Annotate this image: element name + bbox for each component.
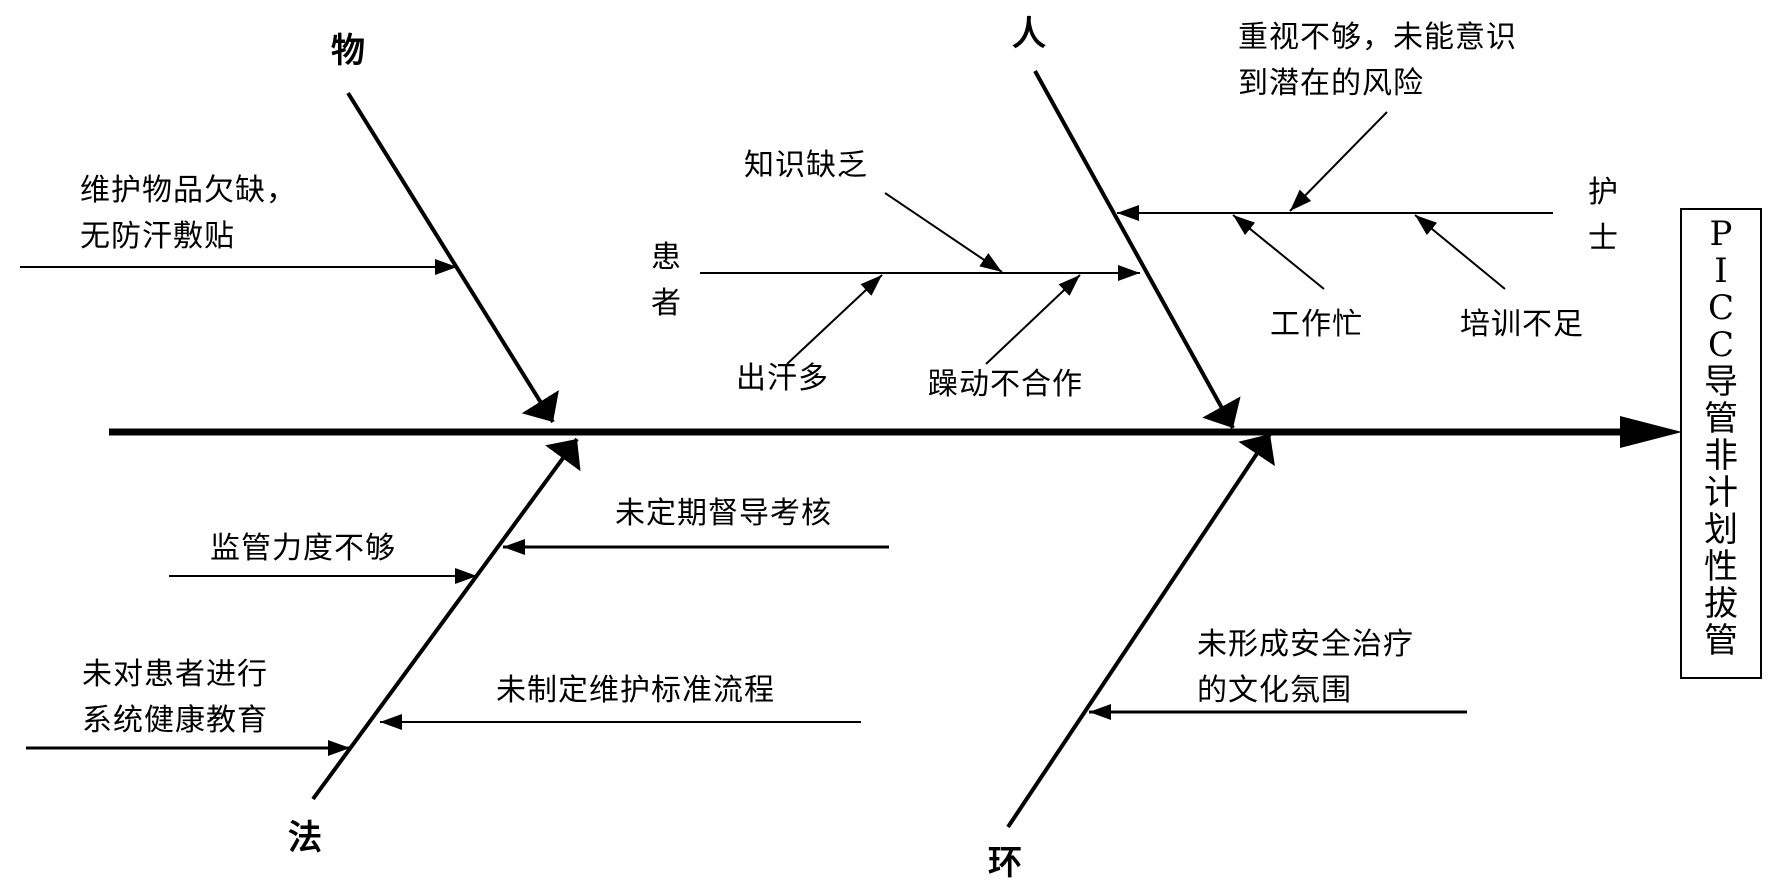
cause-text-line: 重视不够，未能意识 [1238,20,1517,55]
effect-box: PICC导管非计划性拔管 [1680,208,1762,679]
cause-text-line: 到潜在的风险 [1238,66,1424,101]
effect-label: PICC导管非计划性拔管 [1704,214,1738,661]
cause-busy-work: 工作忙 [1270,307,1363,342]
cause-text-line: 未形成安全治疗 [1197,627,1414,662]
cause-text-line: 维护物品欠缺， [80,173,297,208]
cause-text-line: 系统健康教育 [82,703,268,738]
cause-sweating: 出汗多 [736,361,829,396]
cause-arrow-risk-awareness [1289,111,1388,212]
sub-branch-label-char: 者 [651,286,681,321]
cause-material-supplies: 维护物品欠缺， 无防汗敷贴 [80,168,297,260]
cause-knowledge-lacking: 知识缺乏 [744,148,868,183]
category-label-people: 人 [1012,14,1046,54]
cause-no-regular-review: 未定期督导考核 [615,496,832,531]
sub-branch-label-patient: 患 者 [648,235,684,327]
cause-risk-awareness: 重视不够，未能意识 到潜在的风险 [1238,15,1517,107]
cause-text-line: 无防汗敷贴 [80,219,235,254]
sub-branch-label-nurse: 护 士 [1585,170,1621,262]
cause-arrow-training [1414,214,1506,290]
cause-text-line: 的文化氛围 [1197,673,1352,708]
bone-material [346,91,559,424]
cause-no-health-education: 未对患者进行 系统健康教育 [82,652,268,744]
sub-branch-label-char: 护 [1588,175,1618,210]
cause-agitation: 躁动不合作 [928,367,1083,402]
category-label-material: 物 [331,31,365,71]
bone-environment [1006,432,1275,829]
bone-people [1033,70,1241,429]
cause-arrow-busy [1232,214,1325,290]
cause-insufficient-training: 培训不足 [1460,307,1584,342]
cause-arrow-sweating [786,274,883,365]
cause-arrow-knowledge [884,192,1003,273]
cause-no-standard-process: 未制定维护标准流程 [496,673,775,708]
bone-method [311,437,581,801]
cause-weak-supervision: 监管力度不够 [210,531,396,566]
sub-branch-label-char: 患 [651,240,681,275]
category-label-environment: 环 [988,843,1022,883]
cause-arrow-agitation [985,274,1081,365]
category-label-method: 法 [288,818,322,858]
cause-safety-culture: 未形成安全治疗 的文化氛围 [1197,622,1414,714]
spine-arrowhead [1620,416,1682,448]
sub-branch-label-char: 士 [1588,221,1618,256]
cause-text-line: 未对患者进行 [82,657,268,692]
